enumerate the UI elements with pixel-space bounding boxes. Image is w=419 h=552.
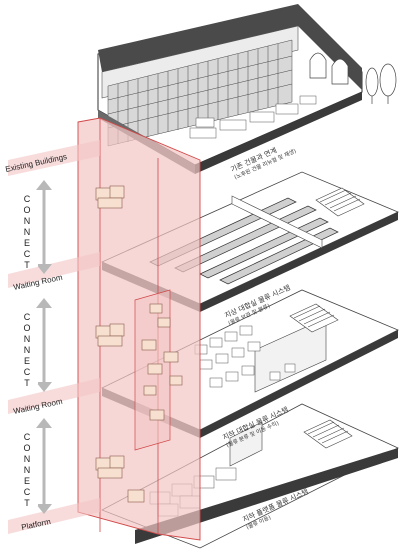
connect-letter: N bbox=[24, 227, 31, 237]
connect-letter: N bbox=[24, 334, 31, 344]
parcel-boxes bbox=[194, 325, 296, 388]
connect-letter: E bbox=[24, 476, 30, 486]
arched-window bbox=[331, 58, 349, 85]
storage-rack-grid bbox=[107, 39, 293, 147]
existing-building-level bbox=[97, 4, 397, 174]
stairs-icon bbox=[315, 187, 365, 217]
core-box-cluster bbox=[95, 185, 183, 503]
connect-letter: O bbox=[23, 205, 30, 215]
connect-letter: C bbox=[24, 249, 31, 259]
connect-indicator-1: C O N N E C T bbox=[16, 180, 52, 274]
connect-letter: N bbox=[24, 345, 31, 355]
connect-letter: E bbox=[24, 356, 30, 366]
vertical-logistics-core bbox=[8, 117, 201, 541]
connect-letter: N bbox=[24, 465, 31, 475]
connect-letter: N bbox=[24, 216, 31, 226]
connect-letter: O bbox=[23, 323, 30, 333]
connect-indicator-3: C O N N E C T bbox=[16, 418, 52, 514]
connect-letter: C bbox=[24, 194, 31, 204]
connect-letter: O bbox=[23, 443, 30, 453]
arched-window bbox=[309, 52, 327, 79]
connect-letter: C bbox=[24, 432, 31, 442]
tree-icon bbox=[365, 63, 397, 104]
connect-letter: C bbox=[24, 367, 31, 377]
connect-letter: N bbox=[24, 454, 31, 464]
connect-letter: T bbox=[24, 498, 30, 508]
stairs-icon bbox=[289, 303, 339, 333]
connect-indicator-2: C O N N E C T bbox=[16, 298, 52, 392]
connect-letter: E bbox=[24, 238, 30, 248]
connect-letter: T bbox=[24, 378, 30, 388]
connect-letter: C bbox=[24, 312, 31, 322]
stairs-icon bbox=[303, 419, 353, 449]
connect-letter: T bbox=[24, 260, 30, 270]
connect-letter: C bbox=[24, 487, 31, 497]
parcel-boxes bbox=[189, 95, 317, 139]
